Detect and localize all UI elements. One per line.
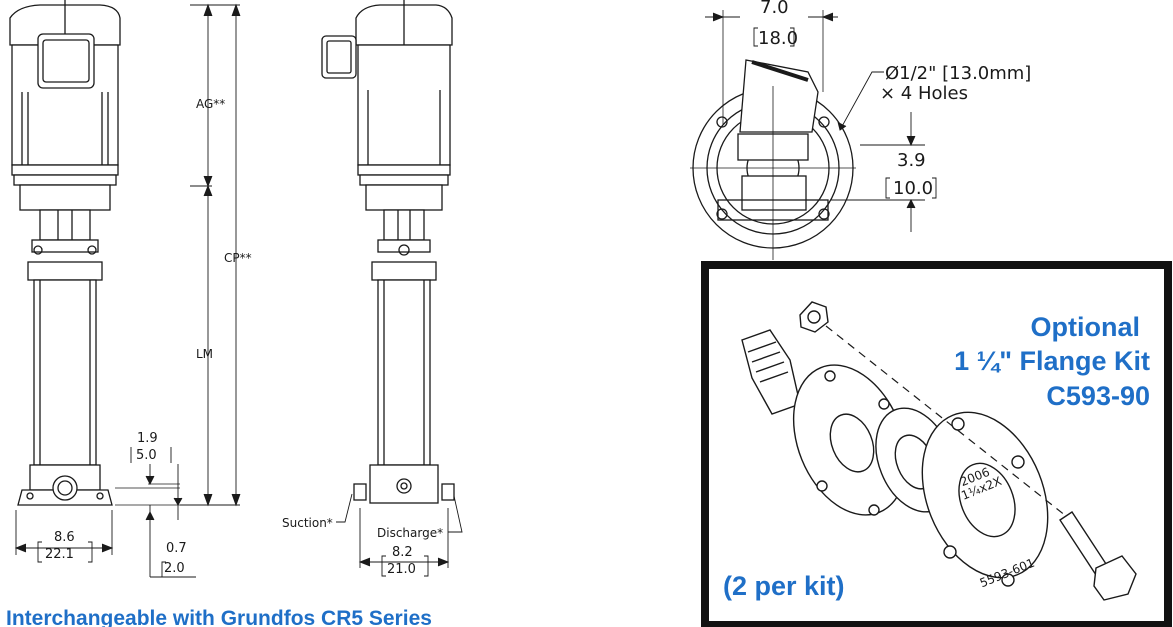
hole-count: × 4 Holes (880, 83, 968, 104)
base-width-in: 8.6 (54, 530, 75, 545)
foot-height-in: 1.9 (137, 431, 158, 446)
top-width-mm: 18.0 (758, 28, 798, 49)
base-width-mm: 22.1 (45, 547, 74, 562)
discharge-label: Discharge* (377, 526, 443, 540)
base-offset-in: 0.7 (166, 541, 187, 556)
port-width-in: 8.2 (392, 545, 413, 560)
hole-spec: Ø1/2" [13.0mm] (885, 63, 1031, 84)
offset-mm: 10.0 (893, 178, 933, 199)
foot-height-mm: 5.0 (136, 448, 157, 463)
port-width-mm: 21.0 (387, 562, 416, 577)
kit-quantity: (2 per kit) (723, 571, 845, 601)
base-offset-mm: 2.0 (164, 561, 185, 576)
pump-top-view (690, 10, 856, 260)
flange-kit-illustration (741, 301, 1137, 601)
kit-title-size: 1 ¼" Flange Kit (954, 346, 1150, 376)
flange-kit-panel: 2006 1¼x2X 5593-601 Optional 1 ¼" Flange… (701, 261, 1172, 627)
offset-in: 3.9 (897, 150, 926, 171)
suction-label: Suction* (282, 516, 333, 530)
ag-label: AG** (196, 97, 225, 111)
kit-title-optional: Optional (1031, 312, 1141, 342)
compatibility-caption: Interchangeable with Grundfos CR5 Series (6, 607, 432, 627)
cp-label: CP** (224, 251, 252, 265)
kit-part-number: C593-90 (1046, 381, 1150, 411)
height-dimensions (180, 3, 241, 507)
pump-front-view (9, 0, 121, 506)
lm-label: LM (196, 347, 213, 361)
pump-side-view (321, 0, 455, 504)
top-width-in: 7.0 (760, 0, 789, 18)
